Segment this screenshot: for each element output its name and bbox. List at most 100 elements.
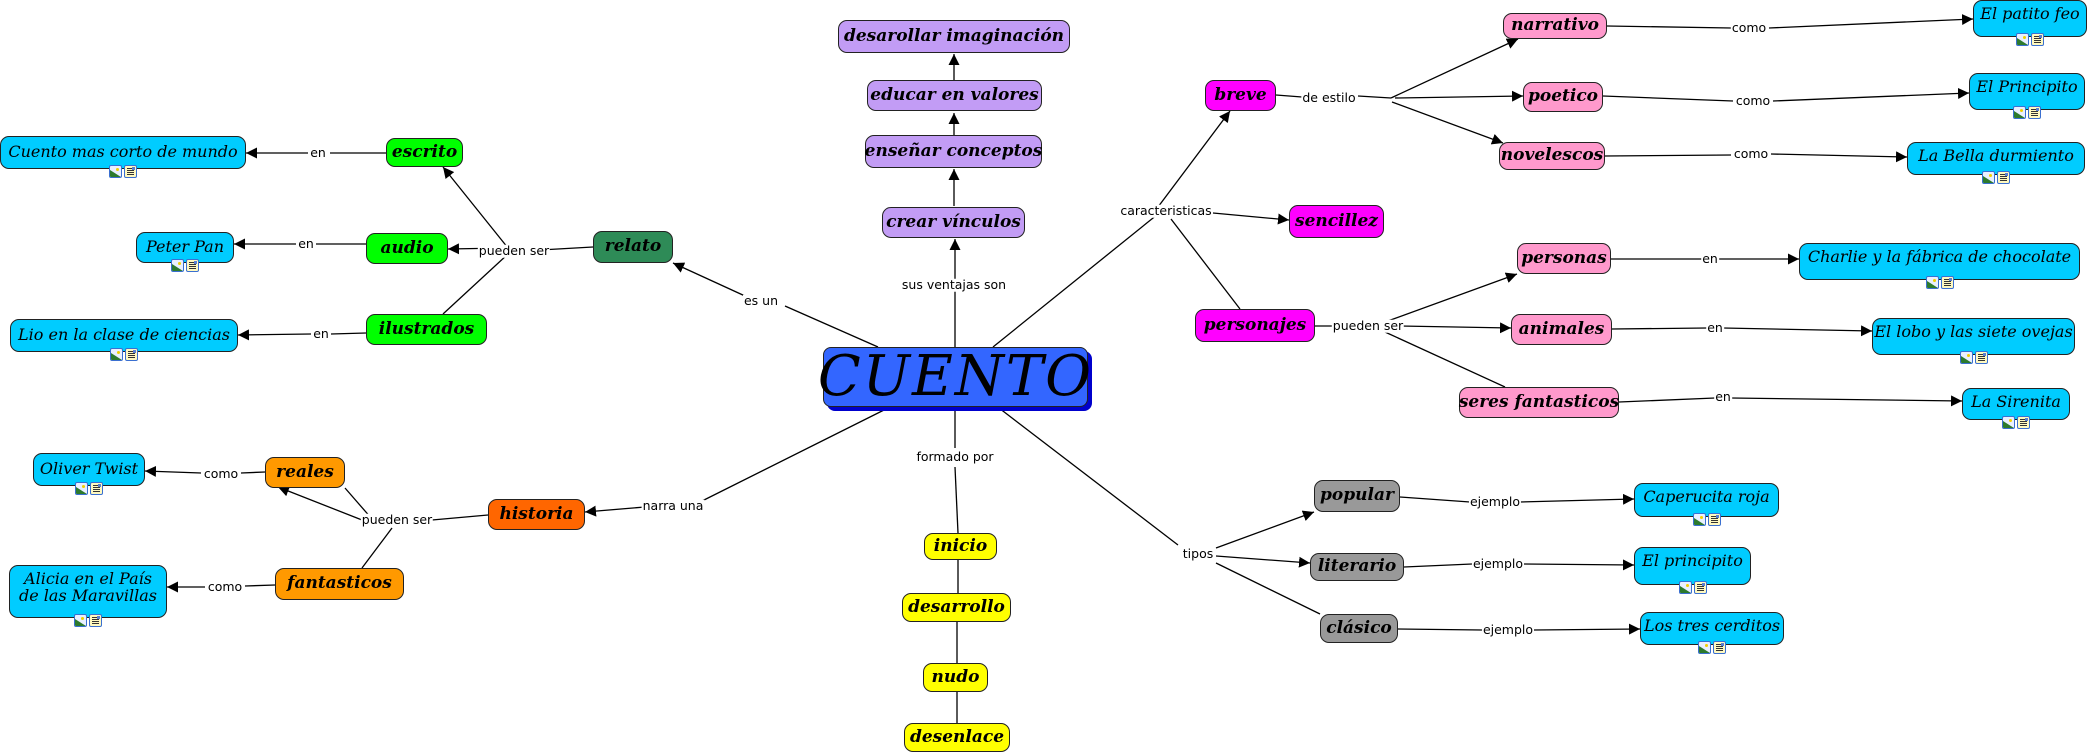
example-cuento-mas-corto[interactable]: Cuento mas corto de mundo <box>0 136 246 178</box>
concept-crear-vinculos[interactable]: crear vínculos <box>882 207 1025 238</box>
example-lio-clase-ciencias[interactable]: Lio en la clase de ciencias <box>10 319 238 361</box>
image-resource-icon[interactable] <box>75 482 88 495</box>
connector-line <box>992 213 1159 348</box>
document-resource-icon[interactable] <box>125 348 138 361</box>
link-label-caracteristicas: caracteristicas <box>1119 202 1213 218</box>
image-resource-icon[interactable] <box>74 614 87 627</box>
image-resource-icon[interactable] <box>2002 416 2015 429</box>
connector-arrow <box>237 329 312 341</box>
document-resource-icon[interactable] <box>2017 416 2030 429</box>
concept-poetico[interactable]: poetico <box>1523 82 1603 112</box>
connector-line <box>442 253 509 315</box>
concept-label: ilustrados <box>378 318 475 339</box>
concept-seres-fantasticos[interactable]: seres fantasticos <box>1459 387 1619 418</box>
example-patito-feo[interactable]: El patito feo <box>1973 0 2087 46</box>
image-resource-icon[interactable] <box>110 348 123 361</box>
concept-educar-en-valores[interactable]: educar en valores <box>867 80 1042 111</box>
concept-label: Oliver Twist <box>39 459 139 479</box>
example-el-principito[interactable]: El Principito <box>1969 73 2085 119</box>
concept-novelescos[interactable]: novelescos <box>1499 142 1605 170</box>
connector-line <box>998 407 1179 546</box>
image-resource-icon[interactable] <box>1925 276 1939 289</box>
concept-label: desarrollo <box>908 596 1005 617</box>
document-resource-icon[interactable] <box>90 482 103 495</box>
concept-literario[interactable]: literario <box>1310 553 1404 581</box>
link-label-sus-ventajas-son: sus ventajas son <box>900 276 1008 292</box>
concept-clasico[interactable]: clásico <box>1320 614 1398 643</box>
example-tres-cerditos[interactable]: Los tres cerditos <box>1640 612 1784 654</box>
concept-sencillez[interactable]: sencillez <box>1289 205 1384 238</box>
connector-line <box>1604 154 1732 157</box>
document-resource-icon[interactable] <box>2028 106 2041 119</box>
image-resource-icon[interactable] <box>2013 106 2026 119</box>
concept-cuento-root[interactable]: CUENTO <box>818 347 1091 407</box>
concept-label: La Sirenita <box>1971 392 2061 411</box>
image-resource-icon[interactable] <box>2016 33 2029 46</box>
image-resource-icon[interactable] <box>1698 641 1711 654</box>
concept-label: audio <box>380 237 434 258</box>
concept-label: El patito feo <box>1980 4 2080 23</box>
document-resource-icon[interactable] <box>89 614 102 627</box>
concept-breve[interactable]: breve <box>1205 80 1276 111</box>
link-label-de-estilo: de estilo <box>1301 89 1357 105</box>
example-la-sirenita[interactable]: La Sirenita <box>1962 388 2070 429</box>
document-resource-icon[interactable] <box>1997 171 2010 184</box>
concept-desarollar-imaginacion[interactable]: desarollar imaginación <box>838 20 1070 53</box>
concept-relato[interactable]: relato <box>593 231 673 263</box>
link-label-en-seres: en <box>1714 388 1732 404</box>
document-resource-icon[interactable] <box>1713 641 1726 654</box>
document-resource-icon[interactable] <box>1974 351 1988 364</box>
image-resource-icon[interactable] <box>171 259 184 272</box>
concept-label: La Bella durmiento <box>1918 146 2074 165</box>
concept-audio[interactable]: audio <box>366 233 448 264</box>
concept-historia[interactable]: historia <box>488 499 585 530</box>
concept-desenlace[interactable]: desenlace <box>904 723 1010 752</box>
concept-inicio[interactable]: inicio <box>924 533 997 560</box>
concept-label: crear vínculos <box>886 211 1021 232</box>
link-label-como-poetico: como <box>1734 92 1772 108</box>
example-peter-pan[interactable]: Peter Pan <box>136 232 234 272</box>
document-resource-icon[interactable] <box>186 259 199 272</box>
document-resource-icon[interactable] <box>1940 276 1954 289</box>
connector-arrow <box>1730 395 1963 407</box>
concept-animales[interactable]: animales <box>1511 314 1612 345</box>
example-lobo-siete-ovejas[interactable]: El lobo y las siete ovejas <box>1872 318 2075 364</box>
concept-label: reales <box>276 461 334 482</box>
image-resource-icon[interactable] <box>1678 581 1692 594</box>
document-resource-icon[interactable] <box>2031 33 2044 46</box>
document-resource-icon[interactable] <box>1707 513 1721 526</box>
concept-label: breve <box>1214 84 1267 105</box>
example-oliver-twist[interactable]: Oliver Twist <box>33 453 145 495</box>
image-resource-icon[interactable] <box>1959 351 1973 364</box>
link-label-ejemplo-popular: ejemplo <box>1468 493 1522 509</box>
concept-popular[interactable]: popular <box>1314 480 1400 512</box>
image-resource-icon[interactable] <box>109 165 122 178</box>
example-bella-durmiento[interactable]: La Bella durmiento <box>1907 142 2085 184</box>
concept-ilustrados[interactable]: ilustrados <box>366 314 487 345</box>
concept-label: seres fantasticos <box>1458 391 1620 412</box>
concept-desarrollo[interactable]: desarrollo <box>902 593 1011 622</box>
image-resource-icon[interactable] <box>1982 171 1995 184</box>
document-resource-icon[interactable] <box>124 165 137 178</box>
concept-personas[interactable]: personas <box>1517 243 1611 274</box>
example-charlie-fabrica-chocolate[interactable]: Charlie y la fábrica de chocolate <box>1799 243 2080 289</box>
concept-personajes[interactable]: personajes <box>1195 309 1315 342</box>
concept-label: inicio <box>933 535 988 556</box>
connector-line <box>330 332 367 335</box>
link-label-formado-por: formado por <box>915 448 995 464</box>
example-caperucita-roja[interactable]: Caperucita roja <box>1634 483 1779 526</box>
concept-nudo[interactable]: nudo <box>923 663 988 692</box>
example-el-principito-2[interactable]: El principito <box>1634 547 1751 594</box>
concept-reales[interactable]: reales <box>265 457 345 488</box>
document-resource-icon[interactable] <box>1693 581 1707 594</box>
connector-arrow <box>442 166 509 249</box>
concept-label: El principito <box>1642 551 1743 570</box>
concept-fantasticos[interactable]: fantasticos <box>275 568 404 600</box>
concept-ensenar-conceptos[interactable]: enseñar conceptos <box>865 135 1042 168</box>
image-resource-icon[interactable] <box>1692 513 1706 526</box>
concept-escrito[interactable]: escrito <box>386 138 463 167</box>
concept-label: relato <box>604 236 662 257</box>
concept-narrativo[interactable]: narrativo <box>1503 13 1607 39</box>
